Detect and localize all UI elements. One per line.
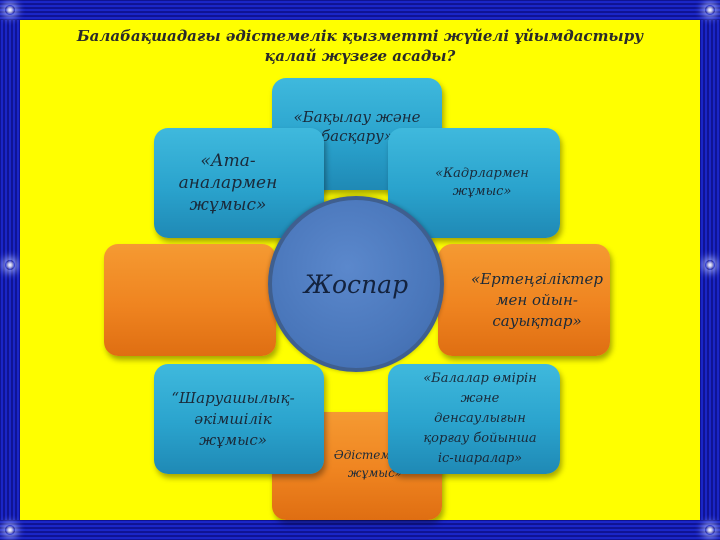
- title-line-2: қалай жүзеге асады?: [264, 47, 456, 65]
- frame-border-right: [700, 0, 720, 540]
- node-left: [104, 244, 276, 356]
- node-bottom-left: “Шаруашылық-әкімшілік жұмыс»: [154, 364, 324, 474]
- node-right-label: «Ертеңгіліктер мен ойын-сауықтар»: [471, 269, 603, 330]
- sparkle-icon: [5, 260, 15, 270]
- frame-border-left: [0, 0, 20, 540]
- node-right: «Ертеңгіліктер мен ойын-сауықтар»: [438, 244, 610, 356]
- node-bottom-left-label: “Шаруашылық-әкімшілік жұмыс»: [171, 388, 295, 449]
- node-bottom-right-label: «Балалар өмірін және денсаулығын қорғау …: [423, 371, 537, 466]
- center-label: Жоспар: [303, 269, 409, 299]
- sparkle-icon: [5, 525, 15, 535]
- node-top-left-label: «Ата-аналармен жұмыс»: [178, 151, 278, 215]
- node-bottom-right: «Балалар өмірін және денсаулығын қорғау …: [388, 364, 560, 474]
- center-node: Жоспар: [268, 196, 444, 372]
- frame-border-bottom: [0, 520, 720, 540]
- sparkle-icon: [705, 5, 715, 15]
- sparkle-icon: [705, 260, 715, 270]
- node-top-label: «Бақылау және басқару»: [293, 108, 421, 145]
- slide-title: Балабақшадағы әдістемелік қызметті жүйел…: [60, 26, 660, 66]
- frame-border-top: [0, 0, 720, 20]
- sparkle-icon: [705, 525, 715, 535]
- node-top-right-label: «Кадрлармен жұмыс»: [435, 166, 529, 199]
- sparkle-icon: [5, 5, 15, 15]
- title-line-1: Балабақшадағы әдістемелік қызметті жүйел…: [76, 27, 644, 45]
